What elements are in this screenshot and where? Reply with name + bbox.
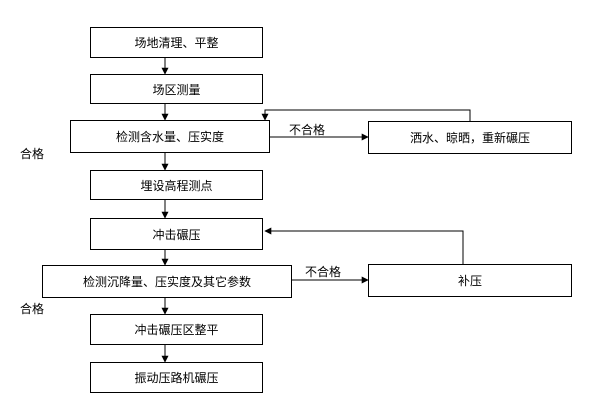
- pass-label-1: 合格: [20, 147, 45, 161]
- step-vibratory-rolling: 振动压路机碾压: [90, 362, 263, 393]
- return-arrow-2: [264, 227, 464, 264]
- step-check-moisture-compaction: 检测含水量、压实度: [70, 120, 270, 153]
- return-arrow-1: [261, 109, 471, 121]
- pass-label-2: 合格: [20, 302, 45, 316]
- fail-label-2: 不合格: [305, 265, 342, 279]
- step-site-clearing: 场地清理、平整: [90, 27, 263, 58]
- action-water-dry-reroll: 洒水、晾晒，重新碾压: [368, 121, 572, 154]
- step-site-survey: 场区测量: [90, 74, 263, 104]
- action-supplementary-rolling: 补压: [368, 264, 572, 297]
- step-impact-rolling: 冲击碾压: [90, 218, 263, 250]
- step-level-rolled-area: 冲击碾压区整平: [90, 314, 263, 345]
- step-check-settlement: 检测沉降量、压实度及其它参数: [42, 265, 292, 298]
- fail-label-1: 不合格: [289, 123, 326, 137]
- step-bury-elevation-points: 埋设高程测点: [90, 170, 263, 200]
